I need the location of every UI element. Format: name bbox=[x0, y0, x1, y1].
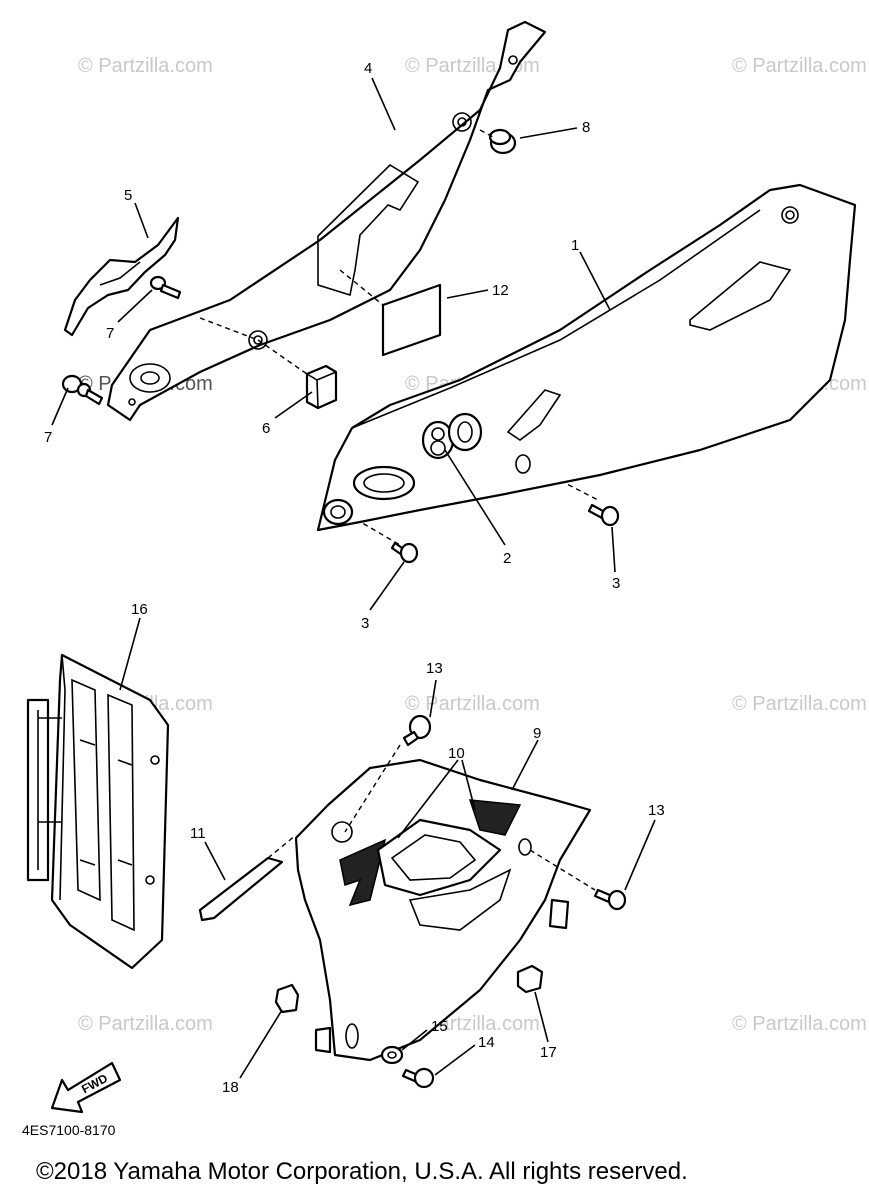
part-11-strip bbox=[198, 856, 284, 922]
watermark: © Partzilla.com bbox=[732, 693, 867, 715]
part-9-shroud bbox=[294, 758, 592, 1062]
callouts: 4 5 8 1 12 7 7 6 2 3 3 16 13 10 9 11 13 … bbox=[44, 60, 665, 1096]
part-7-bolt-upper bbox=[149, 275, 182, 300]
diagram-code: 4ES7100-8170 bbox=[22, 1122, 116, 1138]
callout-12: 12 bbox=[492, 282, 509, 299]
part-6-damper bbox=[305, 364, 338, 410]
callout-15: 15 bbox=[431, 1018, 448, 1035]
callout-18: 18 bbox=[222, 1079, 239, 1096]
part-8-grommet bbox=[488, 128, 517, 155]
part-13-bolt-right bbox=[593, 888, 627, 911]
callout-1: 1 bbox=[571, 237, 579, 254]
part-17-nut bbox=[516, 898, 570, 994]
callout-17: 17 bbox=[540, 1044, 557, 1061]
copyright-notice: ©2018 Yamaha Motor Corporation, U.S.A. A… bbox=[36, 1158, 688, 1185]
watermark: © Partzilla.com bbox=[78, 1013, 213, 1035]
callout-13: 13 bbox=[648, 802, 665, 819]
watermark: © Partzilla.com bbox=[405, 693, 540, 715]
watermark: © Partzilla.com bbox=[78, 55, 213, 77]
callout-2: 2 bbox=[503, 550, 511, 567]
assembly-lines-lower bbox=[267, 744, 596, 891]
part-5-gasket bbox=[63, 216, 180, 337]
callout-5: 5 bbox=[124, 187, 132, 204]
watermark: © Partzilla.com bbox=[732, 55, 867, 77]
callout-8: 8 bbox=[582, 119, 590, 136]
callout-9: 9 bbox=[533, 725, 541, 742]
part-18-clip bbox=[274, 983, 332, 1054]
callout-14: 14 bbox=[478, 1034, 495, 1051]
part-3-bolt-right bbox=[587, 503, 620, 527]
callout-4: 4 bbox=[364, 60, 372, 77]
callout-7: 7 bbox=[44, 429, 52, 446]
part-3-bolt-left bbox=[390, 541, 419, 564]
part-16-louver bbox=[26, 653, 170, 970]
part-4-bracket bbox=[106, 20, 547, 422]
callout-3: 3 bbox=[612, 575, 620, 592]
callout-3: 3 bbox=[361, 615, 369, 632]
part-12-label bbox=[381, 283, 442, 357]
part-15-washer bbox=[380, 1045, 404, 1065]
fwd-arrow-icon: FWD bbox=[50, 1061, 122, 1114]
callout-11: 11 bbox=[190, 825, 206, 842]
watermark: © Partzilla.com bbox=[732, 1013, 867, 1035]
callout-16: 16 bbox=[131, 601, 148, 618]
leader-lines bbox=[51, 77, 656, 1079]
part-14-bolt bbox=[401, 1067, 435, 1089]
callout-6: 6 bbox=[262, 420, 270, 437]
callout-13: 13 bbox=[426, 660, 443, 677]
part-2-emblem bbox=[421, 412, 483, 460]
part-13-bolt-upper bbox=[402, 714, 432, 747]
callout-7: 7 bbox=[106, 325, 114, 342]
callout-10: 10 bbox=[448, 745, 465, 762]
